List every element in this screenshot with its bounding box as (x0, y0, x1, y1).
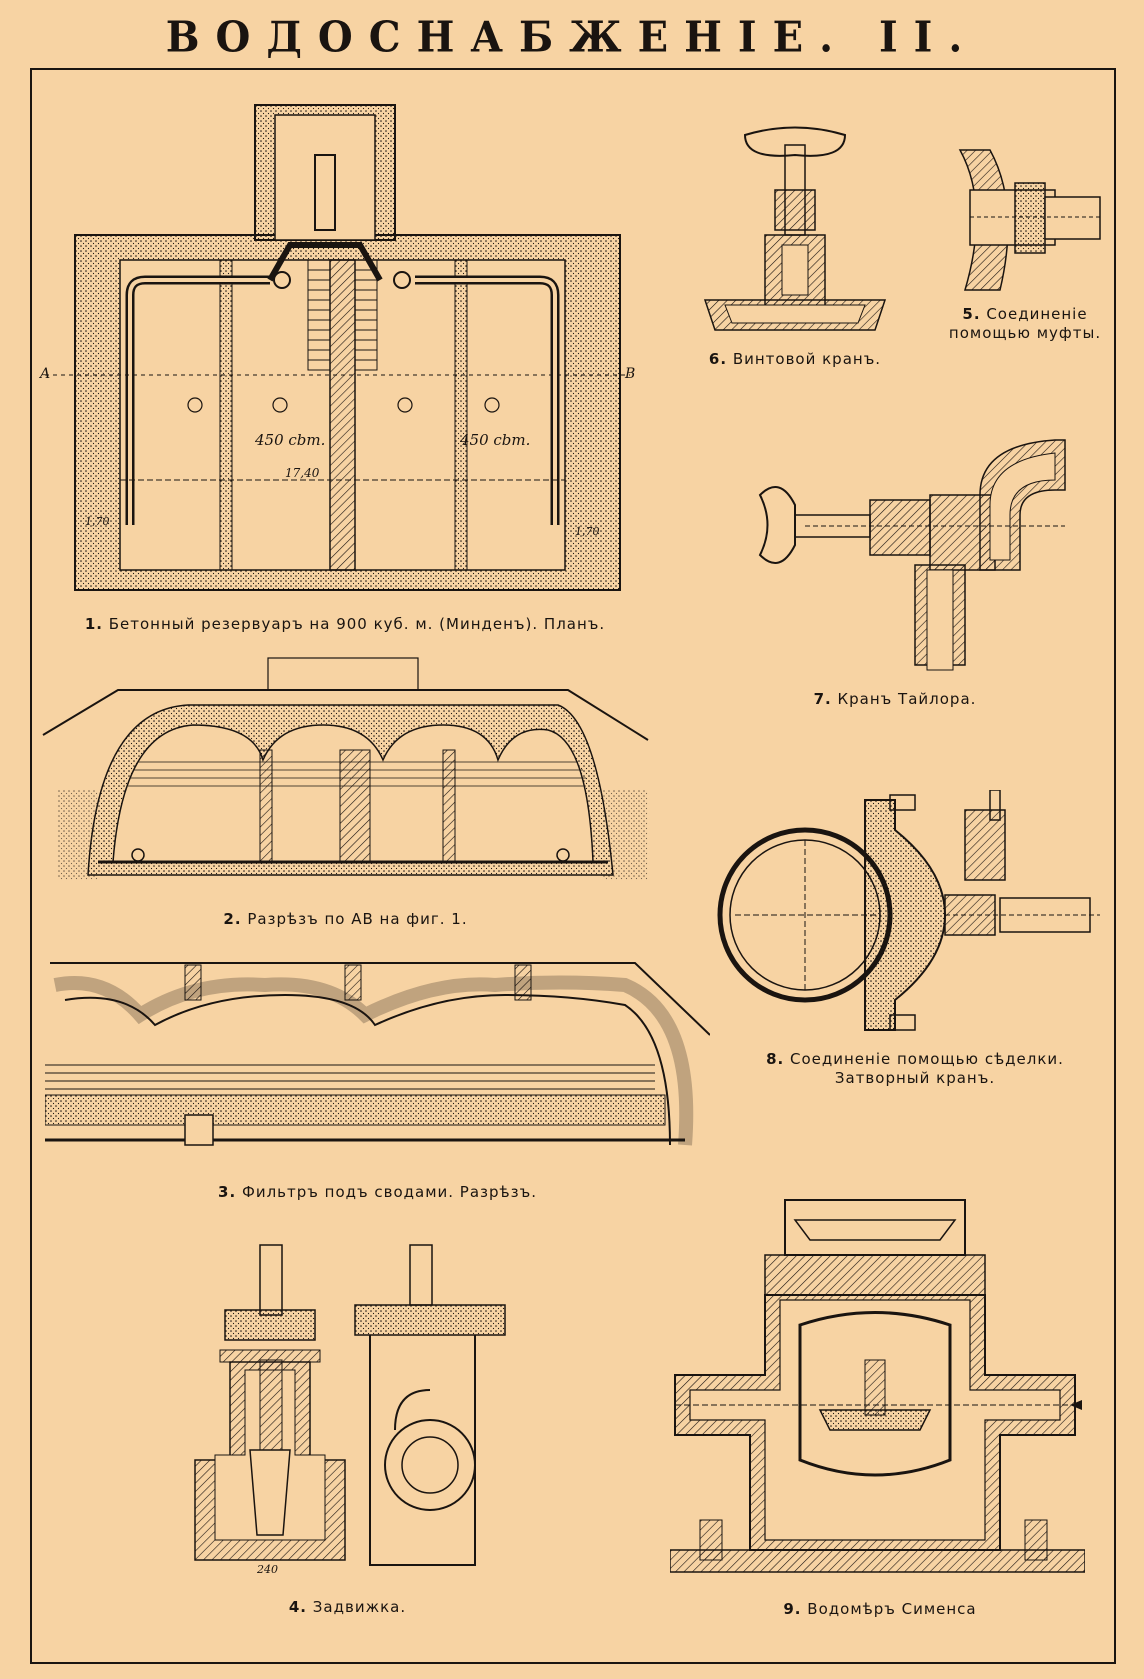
fig4-dimension: 240 (256, 1563, 278, 1575)
fig7-caption: 7. Кранъ Тайлора. (813, 690, 977, 708)
fig8-caption: 8. Соединеніе помощью сѣделки. Затворный… (766, 1050, 1064, 1087)
sheet-title: ВОДОСНАБЖЕНІЕ. II. (165, 12, 979, 63)
fig5-coupling-joint (958, 149, 1101, 291)
fig1-mark-b: B (624, 366, 635, 382)
fig1-capacity-right: 450 cbm. (459, 431, 530, 449)
fig7-taylor-tap (758, 439, 1066, 671)
fig1-wall-right: 1,70 (575, 525, 600, 538)
fig5-caption: 5. Соединеніе помощью муфты. (948, 305, 1102, 342)
fig1-wall-left: 1,70 (85, 515, 110, 528)
fig1-width-label: 17,40 (285, 466, 320, 480)
fig1-mark-a: A (38, 366, 50, 382)
fig3-caption: 3. Фильтръ подъ сводами. Разрѣзъ. (218, 1183, 537, 1201)
fig2-caption: 2. Разрѣзъ по AB на фиг. 1. (223, 910, 468, 928)
fig2-section-ab (42, 657, 649, 880)
fig1-reservoir-plan: A B 450 cbm. 450 cbm. 17,40 1,70 1,70 (38, 104, 635, 591)
fig6-screw-tap (703, 126, 887, 331)
fig4-caption: 4. Задвижка. (288, 1598, 407, 1616)
fig6-caption: 6. Винтовой кранъ. (708, 350, 882, 368)
fig1-caption: 1. Бетонный резервуаръ на 900 куб. м. (М… (84, 615, 606, 633)
fig1-capacity-left: 450 cbm. (254, 431, 325, 449)
fig3-filter-section (45, 962, 710, 1146)
plate-frame (30, 68, 1116, 1664)
fig9-water-meter (670, 1199, 1085, 1573)
fig4-gate-valve: 240 (194, 1244, 506, 1575)
fig9-caption: 9. Водомѣръ Сименса (783, 1600, 977, 1618)
fig8-saddle-joint (717, 790, 1100, 1031)
